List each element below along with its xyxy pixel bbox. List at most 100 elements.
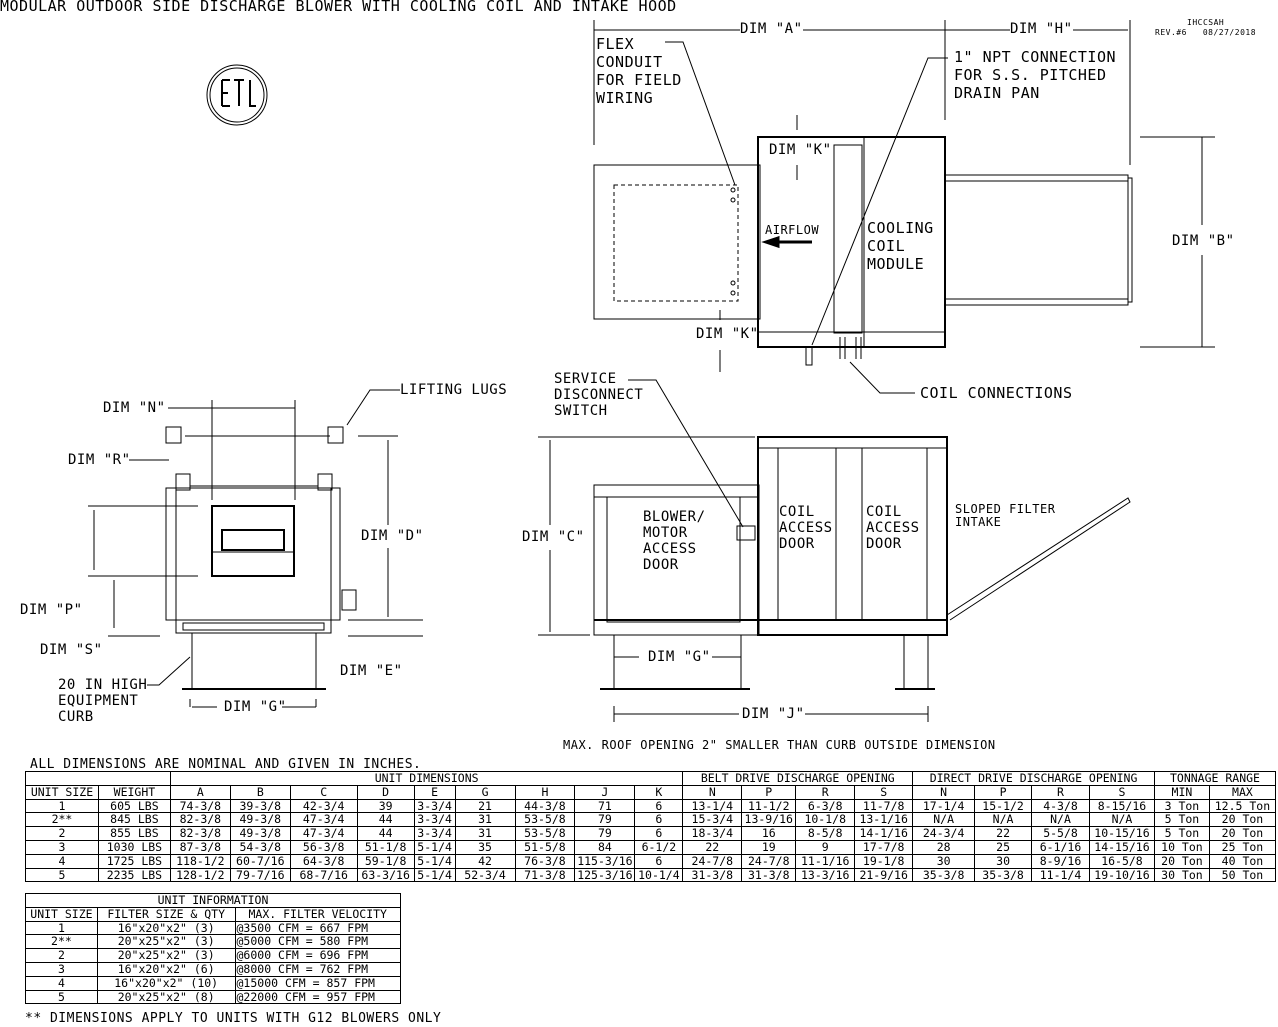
table-cell: 4 (25, 975, 98, 991)
table-cell: 6 (634, 812, 684, 828)
table-cell: 4-3/8 (1031, 798, 1090, 814)
table-cell: 21-9/16 (854, 867, 914, 883)
blower-door-label: BLOWER/ MOTOR ACCESS DOOR (643, 509, 706, 573)
table-cell: 71 (574, 798, 636, 814)
table-cell: 25 Ton (1208, 839, 1277, 855)
dim-e-label: DIM "E" (340, 663, 403, 679)
column-header: MAX. FILTER VELOCITY (234, 906, 401, 922)
table-cell: 11-1/4 (1031, 867, 1090, 883)
table-cell: 5-5/8 (1031, 826, 1090, 841)
table-cell: 3-3/4 (413, 798, 456, 814)
unit-info-title: UNIT INFORMATION (25, 893, 401, 908)
direct-drive-header: DIRECT DRIVE DISCHARGE OPENING (912, 771, 1155, 786)
table-cell: 5 Ton (1153, 812, 1210, 828)
flex-conduit-note: FLEX CONDUIT FOR FIELD WIRING (596, 35, 682, 107)
table-cell: 44 (356, 826, 415, 841)
table-cell: 115-3/16 (574, 853, 636, 869)
table-cell: 2 (25, 826, 99, 841)
table-cell: 9 (795, 839, 856, 855)
table-cell: 11-7/8 (854, 798, 914, 814)
table-cell: 6-3/8 (795, 798, 856, 814)
table-cell: 6 (634, 826, 684, 841)
table-cell: 18-3/4 (682, 826, 743, 841)
table-cell: 19 (741, 839, 797, 855)
table-cell: 47-3/4 (289, 826, 358, 841)
table-cell: 63-3/16 (356, 867, 415, 883)
table-cell: 3 (25, 839, 99, 855)
table-cell: 76-3/8 (514, 853, 576, 869)
table-cell: 64-3/8 (289, 853, 358, 869)
table-cell: N/A (1088, 812, 1155, 828)
table-cell: 15-3/4 (682, 812, 743, 828)
table-cell: 51-1/8 (356, 839, 415, 855)
table-cell: @15000 CFM = 857 FPM (234, 975, 401, 991)
lifting-lugs-label: LIFTING LUGS (400, 382, 508, 398)
table-cell: 15-1/2 (974, 798, 1033, 814)
table-cell: 52-3/4 (454, 867, 516, 883)
table-cell: 50 Ton (1208, 867, 1277, 883)
table-cell: 8-5/8 (795, 826, 856, 841)
table-cell: 20 Ton (1208, 812, 1277, 828)
table-cell: 6 (634, 853, 684, 869)
table-cell: 44 (356, 812, 415, 828)
coil-door-2-label: COIL ACCESS DOOR (866, 504, 920, 552)
column-header: G (454, 784, 516, 800)
table-cell: 79-7/16 (229, 867, 291, 883)
table-cell: 5-1/4 (413, 853, 456, 869)
table-cell: 16-5/8 (1088, 853, 1155, 869)
table-cell: 6-1/16 (1031, 839, 1090, 855)
table-cell: 8-9/16 (1031, 853, 1090, 869)
table-cell: 22 (682, 839, 743, 855)
table-cell: 5 (25, 989, 98, 1005)
column-header: N (682, 784, 743, 800)
table-cell: 6 (634, 798, 684, 814)
table-cell: 82-3/8 (169, 826, 231, 841)
table-cell: 31 (454, 826, 516, 841)
table-cell: 10-1/8 (795, 812, 856, 828)
table-cell: 13-9/16 (741, 812, 797, 828)
table-cell: 22 (974, 826, 1033, 841)
column-header: P (974, 784, 1033, 800)
footnote: ** DIMENSIONS APPLY TO UNITS WITH G12 BL… (25, 1011, 442, 1026)
drawing-id: IHCCSAH (1187, 18, 1225, 27)
table-cell: 13-1/4 (682, 798, 743, 814)
dim-h-label: DIM "H" (1010, 21, 1073, 37)
table-cell: 128-1/2 (169, 867, 231, 883)
table-cell: 3-3/4 (413, 826, 456, 841)
table-cell: 118-1/2 (169, 853, 231, 869)
table-cell: 1725 LBS (97, 853, 171, 869)
column-header: FILTER SIZE & QTY (96, 906, 236, 922)
dim-k-top-label: DIM "K" (769, 142, 832, 158)
roof-opening-note: MAX. ROOF OPENING 2" SMALLER THAN CURB O… (563, 738, 996, 752)
table-cell: 49-3/8 (229, 812, 291, 828)
table-cell: 71-3/8 (514, 867, 576, 883)
table-cell: 8-15/16 (1088, 798, 1155, 814)
table-cell: 49-3/8 (229, 826, 291, 841)
dim-g-side-label: DIM "G" (648, 649, 711, 665)
dim-s-label: DIM "S" (40, 642, 103, 658)
table-cell: 10-15/16 (1088, 826, 1155, 841)
table-cell: 28 (912, 839, 976, 855)
table-cell: 20 Ton (1208, 826, 1277, 841)
table-cell: 42-3/4 (289, 798, 358, 814)
table-cell: 40 Ton (1208, 853, 1277, 869)
column-header: R (795, 784, 856, 800)
table-cell: 17-1/4 (912, 798, 976, 814)
airflow-label: AIRFLOW (765, 223, 820, 237)
table-cell: 855 LBS (97, 826, 171, 841)
table-cell: 44-3/8 (514, 798, 576, 814)
dim-r-label: DIM "R" (68, 452, 131, 468)
table-cell: 12.5 Ton (1208, 798, 1277, 814)
table-cell: 17-7/8 (854, 839, 914, 855)
table-cell: 125-3/16 (574, 867, 636, 883)
table-cell: 51-5/8 (514, 839, 576, 855)
column-header: MIN (1153, 784, 1210, 800)
table-cell: 20"x25"x2" (3) (96, 934, 236, 950)
table-cell: 1 (25, 920, 98, 936)
table-cell: 24-7/8 (741, 853, 797, 869)
dim-c-label: DIM "C" (522, 529, 585, 545)
